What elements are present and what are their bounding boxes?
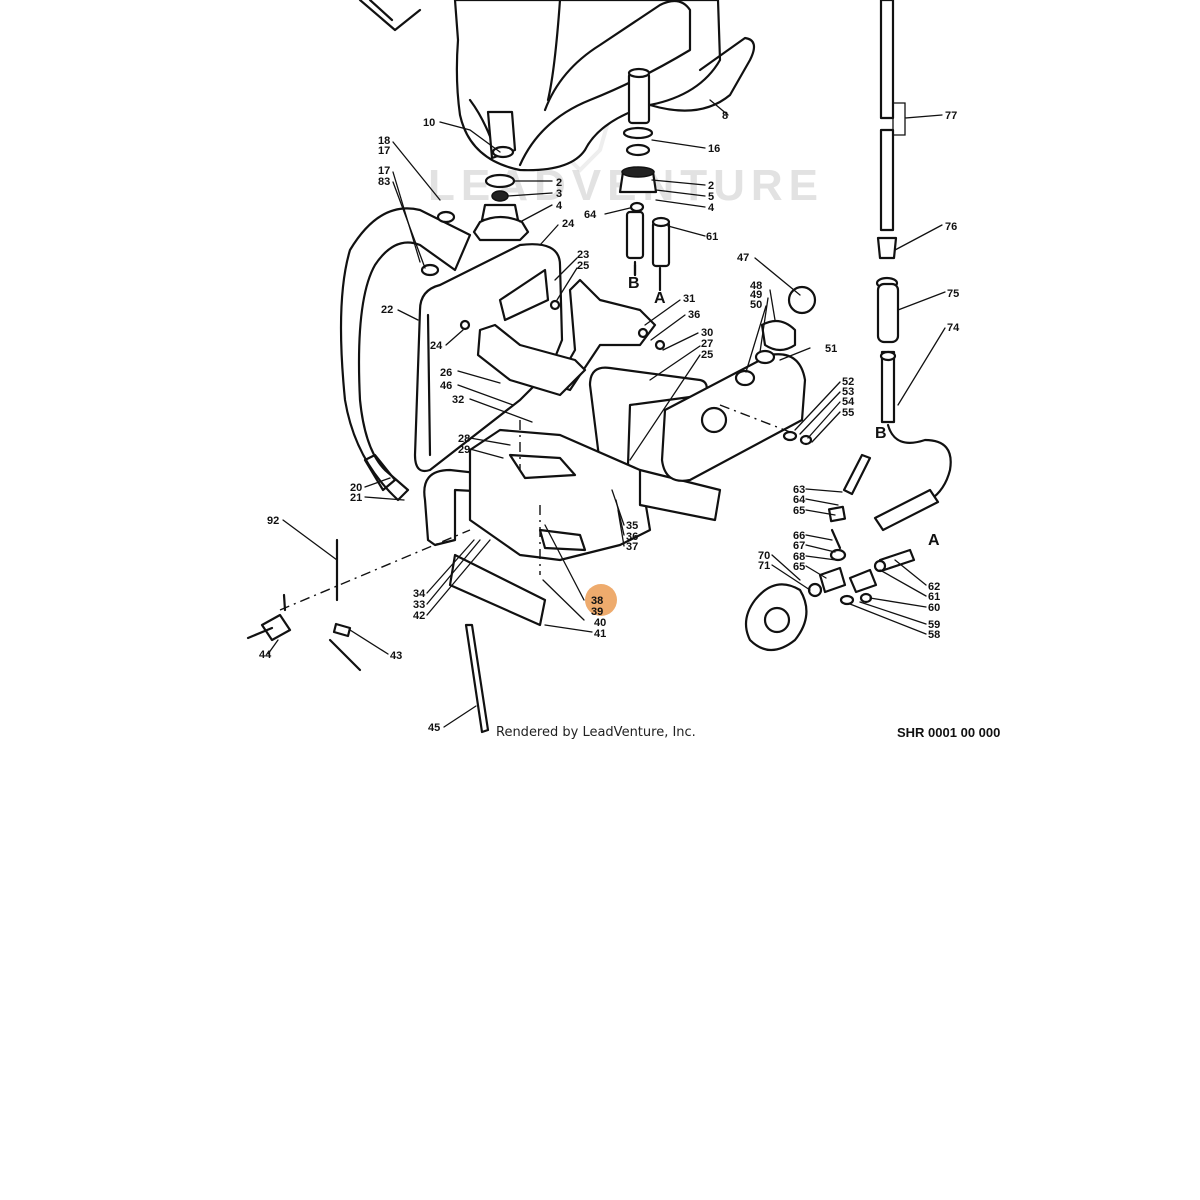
- callout-54[interactable]: 54: [842, 396, 855, 408]
- frame-rails-drawing: [423, 366, 722, 627]
- callout-37[interactable]: 37: [626, 541, 638, 553]
- linkage-rod-drawing: [246, 529, 490, 734]
- callout-30[interactable]: 30: [701, 327, 713, 339]
- connector-label-b-right: B: [875, 425, 887, 442]
- callout-67[interactable]: 67: [793, 540, 805, 552]
- hopper-tank-drawing: [358, 0, 756, 172]
- callout-4-left[interactable]: 4: [556, 200, 563, 212]
- callout-10[interactable]: 10: [423, 117, 435, 129]
- callout-18[interactable]: 18: [378, 135, 390, 147]
- callout-23[interactable]: 23: [577, 249, 589, 261]
- callout-64-top[interactable]: 64: [584, 209, 597, 221]
- callout-53[interactable]: 53: [842, 386, 854, 398]
- spray-wand-drawing: [875, 0, 952, 502]
- callout-36-top[interactable]: 36: [688, 309, 700, 321]
- callout-48[interactable]: 48: [750, 280, 762, 292]
- bracket-assembly-drawing: [459, 278, 666, 397]
- callout-74[interactable]: 74: [947, 322, 960, 334]
- connector-label-b-top: B: [628, 275, 640, 292]
- callout-8[interactable]: 8: [722, 110, 728, 122]
- callout-25-mid[interactable]: 25: [701, 349, 713, 361]
- nozzle-assembly-drawing: [744, 453, 940, 652]
- callout-16[interactable]: 16: [708, 143, 720, 155]
- callout-47[interactable]: 47: [737, 252, 749, 264]
- leader-lines: [267, 99, 946, 728]
- callout-75[interactable]: 75: [947, 288, 959, 300]
- callout-66[interactable]: 66: [793, 530, 805, 542]
- callout-2-left[interactable]: 2: [556, 177, 562, 189]
- callout-62[interactable]: 62: [928, 581, 940, 593]
- callout-36-lower[interactable]: 36: [626, 531, 638, 543]
- callout-45[interactable]: 45: [428, 722, 440, 734]
- callout-27[interactable]: 27: [701, 338, 713, 350]
- callout-59[interactable]: 59: [928, 619, 940, 631]
- callout-17-upper[interactable]: 17: [378, 145, 390, 157]
- callout-60[interactable]: 60: [928, 602, 940, 614]
- diagram-code: SHR 0001 00 000: [897, 725, 1001, 740]
- callout-65-upper[interactable]: 65: [793, 505, 805, 517]
- callout-25-top[interactable]: 25: [577, 260, 589, 272]
- credit-text: Rendered by LeadVenture, Inc.: [496, 725, 696, 740]
- connector-label-a-top: A: [654, 290, 666, 307]
- callout-51[interactable]: 51: [825, 343, 837, 355]
- callout-4-right[interactable]: 4: [708, 202, 715, 214]
- callout-46[interactable]: 46: [440, 380, 452, 392]
- callout-24-top[interactable]: 24: [562, 218, 575, 230]
- filter-column-drawing: [618, 67, 671, 292]
- callout-17-lower[interactable]: 17: [378, 165, 390, 177]
- callout-21[interactable]: 21: [350, 492, 362, 504]
- callout-29[interactable]: 29: [458, 444, 470, 456]
- callout-43[interactable]: 43: [390, 650, 402, 662]
- callout-40[interactable]: 40: [594, 617, 606, 629]
- callout-35[interactable]: 35: [626, 520, 638, 532]
- callout-42[interactable]: 42: [413, 610, 425, 622]
- callout-33[interactable]: 33: [413, 599, 425, 611]
- callout-44[interactable]: 44: [259, 649, 272, 661]
- callout-2-right[interactable]: 2: [708, 180, 714, 192]
- callout-22[interactable]: 22: [381, 304, 393, 316]
- callout-76[interactable]: 76: [945, 221, 957, 233]
- callout-49[interactable]: 49: [750, 289, 762, 301]
- callout-5[interactable]: 5: [708, 191, 714, 203]
- callout-41[interactable]: 41: [594, 628, 606, 640]
- highlight-marker-38[interactable]: [585, 584, 617, 616]
- callout-77[interactable]: 77: [945, 110, 957, 122]
- callout-28[interactable]: 28: [458, 433, 470, 445]
- callout-58[interactable]: 58: [928, 629, 940, 641]
- callout-61-top[interactable]: 61: [706, 231, 718, 243]
- callout-3[interactable]: 3: [556, 188, 562, 200]
- callout-32-left[interactable]: 32: [452, 394, 464, 406]
- callout-38[interactable]: 38: [591, 595, 603, 607]
- callout-20[interactable]: 20: [350, 482, 362, 494]
- callout-71[interactable]: 71: [758, 560, 770, 572]
- callout-83[interactable]: 83: [378, 176, 390, 188]
- callout-34[interactable]: 34: [413, 588, 426, 600]
- callout-39[interactable]: 39: [591, 606, 603, 618]
- callout-92[interactable]: 92: [267, 515, 279, 527]
- callout-55[interactable]: 55: [842, 407, 854, 419]
- callout-65-lower[interactable]: 65: [793, 561, 805, 573]
- callout-50[interactable]: 50: [750, 299, 762, 311]
- callout-70[interactable]: 70: [758, 550, 770, 562]
- callout-26[interactable]: 26: [440, 367, 452, 379]
- connector-label-a-right: A: [928, 532, 940, 549]
- tank-strap-drawing: [339, 207, 472, 502]
- callout-labels: 8 10 16 18 17 17 83 2 3 4 2 5 4 64 61 24…: [259, 110, 960, 734]
- callout-31[interactable]: 31: [683, 293, 695, 305]
- sprayer-tank-drawing: [660, 285, 817, 482]
- callout-64-lower[interactable]: 64: [793, 494, 806, 506]
- callout-68[interactable]: 68: [793, 551, 805, 563]
- callout-52[interactable]: 52: [842, 376, 854, 388]
- callout-24-mid[interactable]: 24: [430, 340, 443, 352]
- callout-63[interactable]: 63: [793, 484, 805, 496]
- callout-61-lower[interactable]: 61: [928, 591, 940, 603]
